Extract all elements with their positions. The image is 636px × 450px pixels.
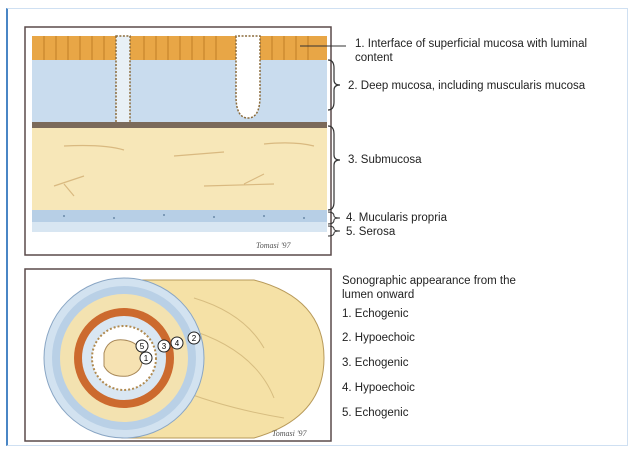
superficial-mucosa-layer bbox=[32, 36, 327, 60]
sono-item-2: 2. Hypoechoic bbox=[342, 331, 415, 345]
sono-item-1: 1. Echogenic bbox=[342, 307, 409, 321]
marker-1: 1 bbox=[140, 352, 152, 364]
muscularis-mucosa-band bbox=[32, 122, 327, 128]
sonographic-heading: Sonographic appearance from the lumen on… bbox=[342, 274, 542, 302]
sono-item-4: 4. Hypoechoic bbox=[342, 381, 415, 395]
bowel-crosssection-illustration: 5 1 3 4 2 Tomasi '97 bbox=[24, 268, 334, 444]
label-2: 2. Deep mucosa, including muscularis muc… bbox=[348, 79, 585, 93]
label-3: 3. Submucosa bbox=[348, 153, 422, 167]
label-1: 1. Interface of superficial mucosa with … bbox=[355, 37, 605, 65]
marker-3: 3 bbox=[158, 340, 170, 352]
label-4: 4. Mucularis propria bbox=[346, 211, 447, 225]
sono-item-5: 5. Echogenic bbox=[342, 406, 409, 420]
crypt-right bbox=[236, 36, 260, 118]
serosa-layer bbox=[32, 222, 327, 232]
muscularis-propria-layer bbox=[32, 210, 327, 222]
svg-text:4: 4 bbox=[175, 339, 180, 348]
svg-text:5: 5 bbox=[140, 342, 145, 351]
marker-2: 2 bbox=[188, 332, 200, 344]
brace-submucosa bbox=[328, 126, 340, 210]
marker-5: 5 bbox=[136, 340, 148, 352]
sono-item-3: 3. Echogenic bbox=[342, 356, 409, 370]
top-leaders bbox=[300, 30, 350, 240]
svg-text:2: 2 bbox=[192, 334, 197, 343]
submucosa-layer bbox=[32, 128, 327, 210]
top-signature: Tomasi '97 bbox=[256, 241, 292, 250]
bottom-signature: Tomasi '97 bbox=[272, 429, 308, 438]
marker-4: 4 bbox=[171, 337, 183, 349]
brace-serosa bbox=[328, 226, 340, 236]
svg-text:1: 1 bbox=[144, 354, 149, 363]
svg-text:3: 3 bbox=[162, 342, 167, 351]
label-5: 5. Serosa bbox=[346, 225, 395, 239]
brace-muscularis-propria bbox=[328, 212, 340, 224]
wall-layers-illustration: Tomasi '97 bbox=[24, 26, 334, 258]
brace-deep-mucosa bbox=[328, 60, 340, 110]
